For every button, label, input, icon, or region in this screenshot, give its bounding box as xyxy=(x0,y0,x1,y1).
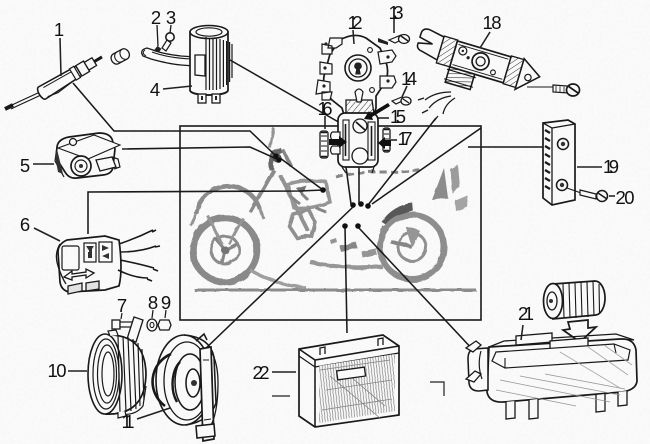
svg-text:17: 17 xyxy=(398,128,413,149)
svg-text:7: 7 xyxy=(117,295,127,316)
svg-text:16: 16 xyxy=(318,98,333,119)
svg-text:5: 5 xyxy=(20,155,30,176)
svg-text:4: 4 xyxy=(150,79,160,100)
svg-text:9: 9 xyxy=(161,292,171,313)
svg-text:8: 8 xyxy=(148,292,158,313)
svg-text:14: 14 xyxy=(401,68,417,89)
svg-text:12: 12 xyxy=(348,12,363,33)
svg-text:10: 10 xyxy=(48,360,67,381)
svg-text:3: 3 xyxy=(166,7,176,28)
svg-text:1: 1 xyxy=(54,19,64,40)
svg-text:13: 13 xyxy=(389,2,404,23)
svg-text:22: 22 xyxy=(253,362,270,383)
svg-text:15: 15 xyxy=(390,106,406,127)
svg-text:11: 11 xyxy=(122,411,135,432)
svg-text:21: 21 xyxy=(518,303,534,324)
svg-text:6: 6 xyxy=(20,214,30,235)
svg-text:18: 18 xyxy=(483,12,502,33)
svg-text:19: 19 xyxy=(603,156,619,177)
svg-text:20: 20 xyxy=(616,187,635,208)
svg-text:2: 2 xyxy=(151,7,161,28)
